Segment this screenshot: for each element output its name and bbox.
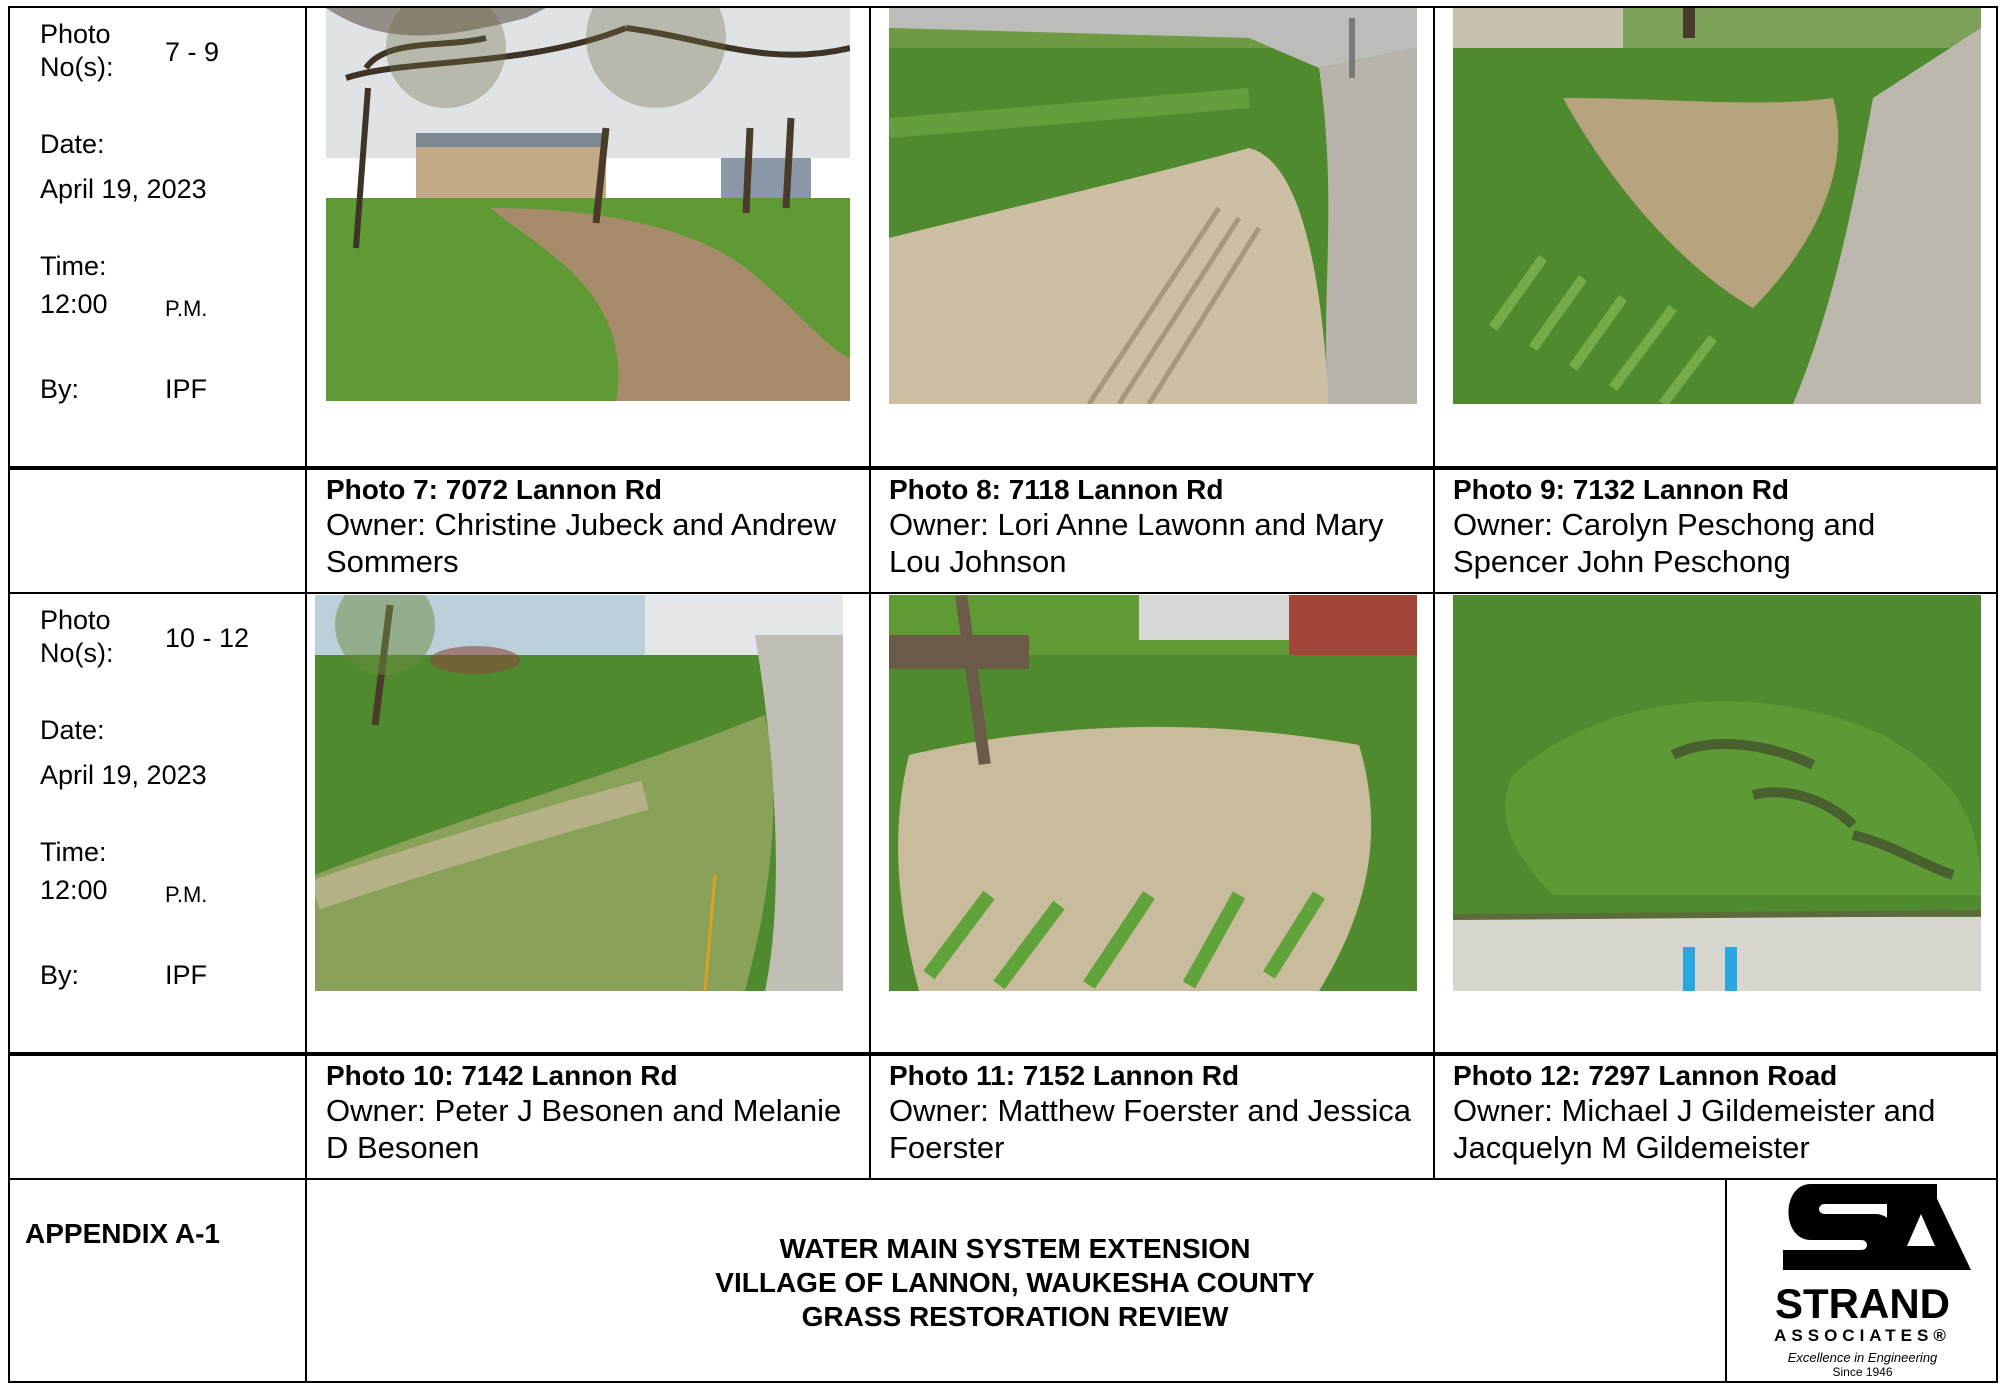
date-label: Date: (40, 129, 105, 159)
by-value: IPF (165, 374, 208, 404)
photo-10-caption: Photo 10: 7142 Lannon Rd Owner: Peter J … (326, 1060, 856, 1166)
by-value: IPF (165, 960, 208, 990)
by-label: By: (40, 374, 80, 404)
photo-owner: Owner: Lori Anne Lawonn and Mary Lou Joh… (889, 507, 1384, 579)
photo-7-caption: Photo 7: 7072 Lannon Rd Owner: Christine… (326, 474, 856, 580)
photo-owner: Owner: Matthew Foerster and Jessica Foer… (889, 1093, 1412, 1165)
time-label: Time: (40, 251, 107, 281)
divider-row3 (8, 1052, 1998, 1056)
logo-sub: ASSOCIATES® (1774, 1326, 1951, 1345)
logo-name: STRAND (1775, 1280, 1950, 1327)
divider-col2 (869, 6, 871, 1180)
border-right (1996, 6, 1998, 1383)
date-value: April 19, 2023 (40, 760, 207, 790)
photo-title: Photo 10: 7142 Lannon Rd (326, 1060, 678, 1091)
photo-owner: Owner: Michael J Gildemeister and Jacque… (1453, 1093, 1936, 1165)
photo-no-label: Photo No(s): (40, 19, 114, 82)
divider-col3 (1433, 6, 1435, 1180)
photo-title: Photo 11: 7152 Lannon Rd (889, 1060, 1240, 1091)
border-top (8, 6, 1998, 8)
photo-title: Photo 9: 7132 Lannon Rd (1453, 474, 1790, 505)
photo-7-image (326, 8, 850, 401)
photo-owner: Owner: Peter J Besonen and Melanie D Bes… (326, 1093, 842, 1165)
photo-title: Photo 8: 7118 Lannon Rd (889, 474, 1224, 505)
time-value: 12:00 (40, 289, 108, 319)
sa-mark-icon: SA (1783, 1184, 1971, 1270)
project-line-1: WATER MAIN SYSTEM EXTENSION (779, 1233, 1251, 1264)
border-bottom (8, 1381, 1998, 1383)
time-period: P.M. (165, 882, 208, 907)
photo-no-value: 10 - 12 (165, 623, 250, 653)
photo-10-image (315, 595, 843, 991)
photo-11-image (889, 595, 1417, 991)
logo-since: Since 1946 (1832, 1365, 1893, 1379)
divider-row1 (8, 466, 1998, 470)
photo-owner: Owner: Christine Jubeck and Andrew Somme… (326, 507, 837, 579)
photo-9-caption: Photo 9: 7132 Lannon Rd Owner: Carolyn P… (1453, 474, 1983, 580)
divider-col1 (305, 6, 307, 1383)
strand-associates-logo: SA STRAND ASSOCIATES® Excellence in Engi… (1725, 1180, 2000, 1380)
photo-12-caption: Photo 12: 7297 Lannon Road Owner: Michae… (1453, 1060, 1983, 1166)
date-label: Date: (40, 715, 105, 745)
project-title: WATER MAIN SYSTEM EXTENSION VILLAGE OF L… (305, 1232, 1725, 1334)
photo-title: Photo 12: 7297 Lannon Road (1453, 1060, 1838, 1091)
divider-row4 (8, 1178, 1998, 1180)
project-line-2: VILLAGE OF LANNON, WAUKESHA COUNTY (715, 1267, 1315, 1298)
photo-8-image (889, 8, 1417, 404)
by-label: By: (40, 960, 80, 990)
time-period: P.M. (165, 296, 208, 321)
divider-logo (1725, 1178, 1727, 1383)
photo-owner: Owner: Carolyn Peschong and Spencer John… (1453, 507, 1876, 579)
photo-9-image (1453, 8, 1981, 404)
photo-11-caption: Photo 11: 7152 Lannon Rd Owner: Matthew … (889, 1060, 1419, 1166)
photo-8-caption: Photo 8: 7118 Lannon Rd Owner: Lori Anne… (889, 474, 1419, 580)
time-value: 12:00 (40, 875, 108, 905)
border-left (8, 6, 10, 1383)
project-line-3: GRASS RESTORATION REVIEW (801, 1301, 1229, 1332)
appendix-label: APPENDIX A-1 (25, 1218, 221, 1249)
date-value: April 19, 2023 (40, 174, 207, 204)
logo-tagline: Excellence in Engineering (1787, 1350, 1938, 1365)
divider-row2 (8, 592, 1998, 594)
photo-no-label: Photo No(s): (40, 605, 114, 668)
photo-12-image (1453, 595, 1981, 991)
photo-no-value: 7 - 9 (165, 37, 220, 67)
time-label: Time: (40, 837, 107, 867)
photo-title: Photo 7: 7072 Lannon Rd (326, 474, 663, 505)
